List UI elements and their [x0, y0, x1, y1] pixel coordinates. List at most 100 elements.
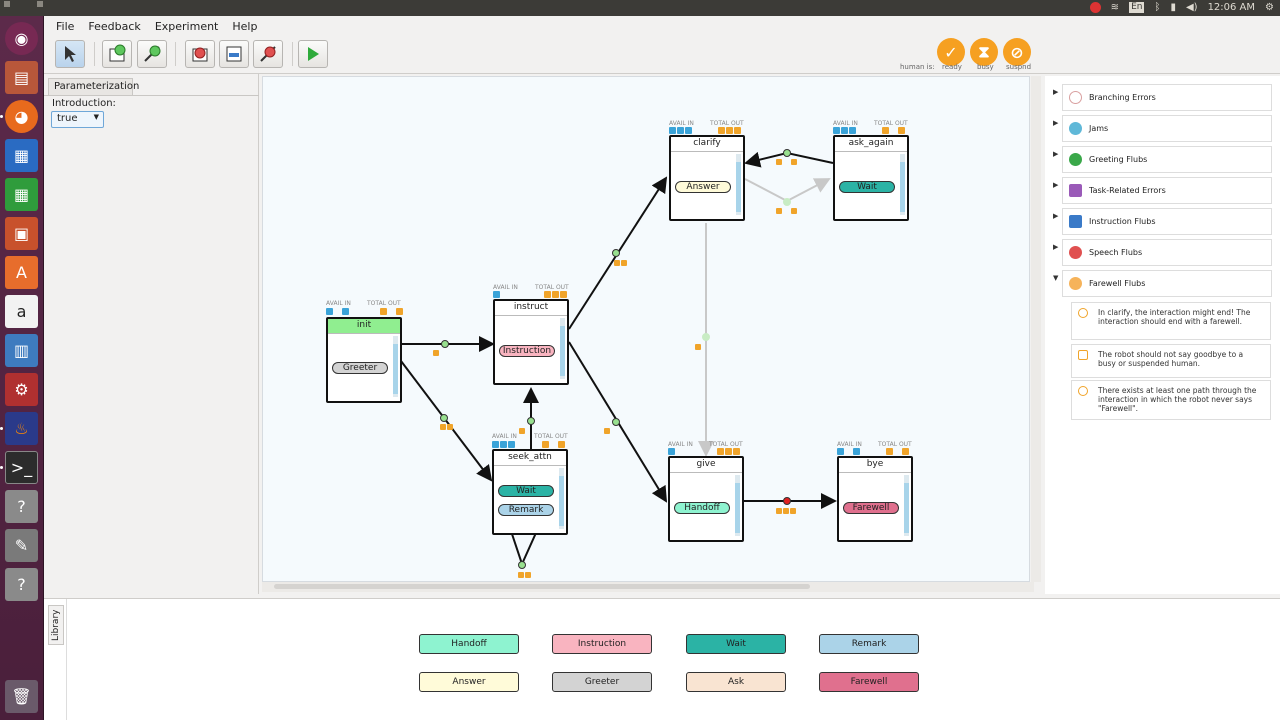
transition-handle[interactable] — [440, 414, 448, 422]
farewell-error-item[interactable]: There exists at least one path through t… — [1071, 380, 1271, 420]
interaction-canvas[interactable]: AVAIL IN TOTAL OUT init Greeter AVAIL IN… — [262, 76, 1030, 582]
expand-caret-icon[interactable]: ▶ — [1053, 181, 1059, 189]
files-icon[interactable]: ▤ — [5, 61, 38, 94]
collapse-caret-icon[interactable]: ▼ — [1053, 274, 1059, 282]
behavior-remark[interactable]: Remark — [498, 504, 554, 516]
unknown-app-icon-2[interactable]: ? — [5, 568, 38, 601]
state-node-instruct[interactable]: instruct Instruction — [493, 299, 569, 385]
library-item-wait[interactable]: Wait — [686, 634, 786, 654]
library-item-remark[interactable]: Remark — [819, 634, 919, 654]
transition-handle[interactable] — [527, 417, 535, 425]
transition-handle[interactable] — [441, 340, 449, 348]
human-ready-button[interactable]: ✓ — [937, 38, 965, 66]
node-scrollbar[interactable] — [393, 336, 398, 397]
expand-caret-icon[interactable]: ▶ — [1053, 212, 1059, 220]
menu-feedback[interactable]: Feedback — [88, 19, 141, 33]
text-editor-icon[interactable]: ✎ — [5, 529, 38, 562]
behavior-instruction[interactable]: Instruction — [499, 345, 555, 357]
category-branching-errors[interactable]: Branching Errors — [1062, 84, 1272, 111]
remove-state-button[interactable] — [185, 40, 215, 68]
battery-icon[interactable]: ▮ — [1170, 1, 1176, 13]
behavior-greeter[interactable]: Greeter — [332, 362, 388, 374]
canvas-horizontal-scrollbar[interactable] — [262, 582, 1034, 592]
error-panel-scrollbar[interactable] — [1266, 76, 1276, 594]
node-scrollbar[interactable] — [559, 468, 564, 529]
menu-experiment[interactable]: Experiment — [154, 19, 219, 33]
library-item-farewell[interactable]: Farewell — [819, 672, 919, 692]
node-scrollbar[interactable] — [736, 154, 741, 215]
behavior-answer[interactable]: Answer — [675, 181, 731, 193]
menu-help[interactable]: Help — [232, 19, 258, 33]
introduction-dropdown[interactable]: true ▼ — [51, 111, 104, 128]
calc-icon[interactable]: ▦ — [5, 178, 38, 211]
bluetooth-icon[interactable]: ᛒ — [1154, 1, 1161, 13]
behavior-wait[interactable]: Wait — [839, 181, 895, 193]
system-monitor-icon[interactable]: ▥ — [5, 334, 38, 367]
tab-library[interactable]: Library — [48, 605, 64, 645]
terminal-icon[interactable]: >_ — [5, 451, 38, 484]
expand-caret-icon[interactable]: ▶ — [1053, 119, 1059, 127]
node-scrollbar[interactable] — [900, 154, 905, 215]
state-node-init[interactable]: init Greeter — [326, 317, 402, 403]
node-scrollbar[interactable] — [560, 318, 565, 379]
category-instruction-flubs[interactable]: Instruction Flubs — [1062, 208, 1272, 235]
select-tool-button[interactable] — [55, 40, 85, 68]
transition-handle[interactable] — [783, 149, 791, 157]
transition-handle[interactable] — [518, 561, 526, 569]
library-item-answer[interactable]: Answer — [419, 672, 519, 692]
expand-caret-icon[interactable]: ▶ — [1053, 150, 1059, 158]
impress-icon[interactable]: ▣ — [5, 217, 38, 250]
amazon-icon[interactable]: a — [5, 295, 38, 328]
tab-parameterization[interactable]: Parameterization — [48, 78, 139, 95]
farewell-error-item[interactable]: The robot should not say goodbye to a bu… — [1071, 344, 1271, 378]
node-scrollbar[interactable] — [904, 475, 909, 536]
transition-handle[interactable] — [612, 249, 620, 257]
remove-transition-button[interactable] — [253, 40, 283, 68]
wifi-icon[interactable]: ≋ — [1110, 1, 1120, 13]
add-state-button[interactable] — [102, 40, 132, 68]
ubuntu-dash-icon[interactable]: ◉ — [5, 22, 38, 55]
library-item-instruction[interactable]: Instruction — [552, 634, 652, 654]
behavior-farewell[interactable]: Farewell — [843, 502, 899, 514]
state-node-ask-again[interactable]: ask_again Wait — [833, 135, 909, 221]
firefox-icon[interactable]: ◕ — [5, 100, 38, 133]
keyboard-indicator[interactable]: En — [1129, 1, 1145, 13]
trash-icon[interactable]: 🗑 — [5, 680, 38, 713]
behavior-handoff[interactable]: Handoff — [674, 502, 730, 514]
farewell-error-item[interactable]: In clarify, the interaction might end! T… — [1071, 302, 1271, 340]
software-center-icon[interactable]: A — [5, 256, 38, 289]
state-node-seek-attn[interactable]: seek_attn Wait Remark — [492, 449, 568, 535]
human-busy-button[interactable]: ⧗ — [970, 38, 998, 66]
category-jams[interactable]: Jams — [1062, 115, 1272, 142]
category-farewell-flubs[interactable]: Farewell Flubs — [1062, 270, 1272, 297]
state-node-give[interactable]: give Handoff — [668, 456, 744, 542]
expand-caret-icon[interactable]: ▶ — [1053, 243, 1059, 251]
transition-handle[interactable] — [702, 333, 710, 341]
run-button[interactable] — [298, 40, 328, 68]
state-node-clarify[interactable]: clarify Answer — [669, 135, 745, 221]
edit-state-button[interactable] — [219, 40, 249, 68]
category-greeting-flubs[interactable]: Greeting Flubs — [1062, 146, 1272, 173]
writer-icon[interactable]: ▦ — [5, 139, 38, 172]
menu-file[interactable]: File — [56, 19, 75, 33]
node-scrollbar[interactable] — [735, 475, 740, 536]
unknown-app-icon[interactable]: ? — [5, 490, 38, 523]
window-close-dot[interactable] — [4, 1, 10, 7]
transition-handle-error[interactable] — [783, 497, 791, 505]
library-item-handoff[interactable]: Handoff — [419, 634, 519, 654]
expand-caret-icon[interactable]: ▶ — [1053, 88, 1059, 96]
library-item-greeter[interactable]: Greeter — [552, 672, 652, 692]
add-transition-button[interactable] — [137, 40, 167, 68]
transition-handle[interactable] — [783, 198, 791, 206]
human-suspended-button[interactable]: ⊘ — [1003, 38, 1031, 66]
category-task-related-errors[interactable]: Task-Related Errors — [1062, 177, 1272, 204]
state-node-bye[interactable]: bye Farewell — [837, 456, 913, 542]
library-item-ask[interactable]: Ask — [686, 672, 786, 692]
system-settings-icon[interactable]: ⚙ — [5, 373, 38, 406]
record-icon[interactable] — [1089, 2, 1101, 13]
volume-icon[interactable]: ◀) — [1185, 1, 1198, 13]
clock[interactable]: 12:06 AM — [1207, 1, 1256, 13]
settings-gear-icon[interactable]: ⚙ — [1265, 1, 1274, 13]
transition-handle[interactable] — [612, 418, 620, 426]
window-minimize-dot[interactable] — [37, 1, 43, 7]
